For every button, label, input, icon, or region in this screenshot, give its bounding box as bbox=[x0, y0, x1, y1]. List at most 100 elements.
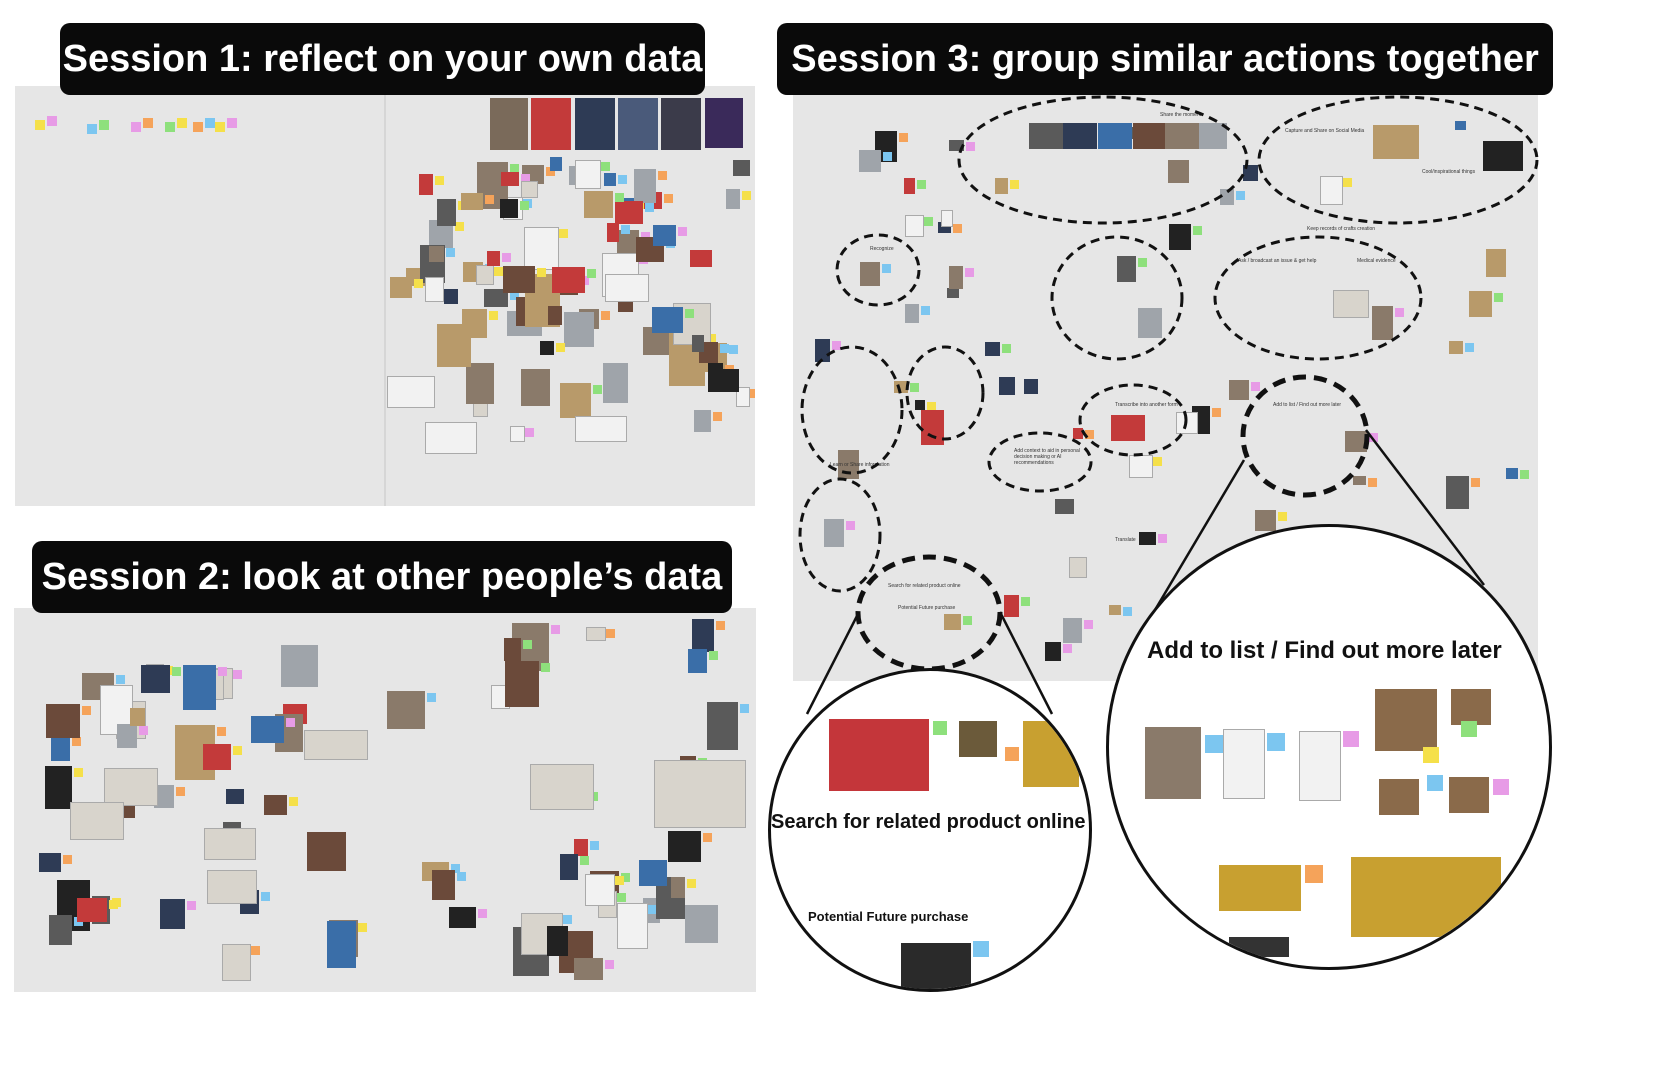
sticky-note bbox=[1342, 178, 1352, 188]
sticky-note bbox=[510, 163, 520, 173]
sticky-note bbox=[1494, 292, 1504, 302]
photo-thumbnail bbox=[1073, 427, 1084, 440]
sticky-note bbox=[1153, 457, 1163, 467]
photo-thumbnail bbox=[117, 723, 137, 749]
sticky-note bbox=[644, 202, 654, 212]
sticky-note bbox=[719, 344, 729, 354]
sticky-note bbox=[434, 176, 444, 186]
sticky-note bbox=[217, 666, 227, 676]
cluster-label: Search for related product online bbox=[888, 583, 961, 589]
photo-thumbnail bbox=[1168, 159, 1189, 184]
photo-thumbnail bbox=[687, 648, 707, 673]
sticky-note bbox=[1002, 344, 1012, 354]
sticky-note bbox=[165, 122, 175, 132]
photo-thumbnail bbox=[1379, 779, 1419, 815]
sticky-note bbox=[550, 624, 560, 634]
sticky-note bbox=[454, 221, 464, 231]
photo-thumbnail bbox=[499, 199, 519, 219]
photo-thumbnail bbox=[1138, 308, 1162, 339]
sticky-note bbox=[205, 118, 215, 128]
photo-thumbnail bbox=[606, 223, 619, 243]
photo-thumbnail bbox=[432, 869, 456, 900]
photo-thumbnail bbox=[1243, 165, 1259, 182]
sticky-note bbox=[1267, 733, 1285, 751]
photo-thumbnail bbox=[1223, 729, 1265, 799]
sticky-note bbox=[620, 873, 630, 883]
session2-board bbox=[14, 608, 756, 992]
photo-thumbnail bbox=[654, 760, 746, 828]
photo-thumbnail bbox=[1506, 467, 1518, 479]
sticky-note bbox=[1205, 735, 1223, 753]
photo-thumbnail bbox=[250, 716, 285, 743]
sticky-note bbox=[177, 118, 187, 128]
photo-thumbnail bbox=[617, 230, 640, 257]
photo-thumbnail bbox=[905, 304, 919, 324]
sticky-note bbox=[605, 628, 615, 638]
sticky-note bbox=[1193, 226, 1203, 236]
sticky-note bbox=[215, 122, 225, 132]
photo-thumbnail bbox=[1451, 689, 1491, 725]
sticky-note bbox=[1423, 747, 1439, 763]
photo-thumbnail bbox=[326, 920, 357, 968]
photo-thumbnail bbox=[633, 169, 657, 204]
photo-thumbnail bbox=[583, 190, 613, 219]
sticky-note bbox=[678, 226, 688, 236]
photo-thumbnail bbox=[1228, 379, 1250, 400]
photo-thumbnail bbox=[436, 199, 456, 227]
cluster-label: Potential Future purchase bbox=[898, 605, 956, 611]
photo-thumbnail bbox=[425, 277, 445, 302]
sticky-note bbox=[559, 228, 569, 238]
sticky-note bbox=[525, 428, 535, 438]
photo-thumbnail bbox=[938, 222, 951, 233]
photo-thumbnail bbox=[1054, 498, 1075, 515]
sticky-note bbox=[73, 767, 83, 777]
sticky-note bbox=[1005, 747, 1019, 761]
session1-label: Session 1: reflect on your own data bbox=[60, 23, 705, 95]
sticky-note bbox=[545, 166, 555, 176]
photo-thumbnail bbox=[1449, 341, 1463, 355]
photo-thumbnail bbox=[1229, 937, 1289, 957]
sticky-note bbox=[703, 832, 713, 842]
sticky-note bbox=[618, 175, 628, 185]
sticky-note bbox=[260, 891, 270, 901]
sticky-note bbox=[35, 120, 45, 130]
photo-thumbnail bbox=[428, 219, 453, 249]
photo-thumbnail bbox=[521, 180, 538, 199]
sticky-note bbox=[485, 194, 495, 204]
photo-thumbnail bbox=[948, 266, 964, 289]
sticky-note bbox=[952, 224, 962, 234]
sticky-note bbox=[601, 311, 611, 321]
photo-thumbnail bbox=[573, 958, 604, 980]
photo-thumbnail bbox=[575, 416, 627, 442]
sticky-note bbox=[72, 736, 82, 746]
photo-thumbnail bbox=[436, 324, 472, 368]
sticky-note bbox=[605, 960, 615, 970]
photo-thumbnail bbox=[387, 691, 425, 730]
cluster-label: Transcribe into another form bbox=[1115, 402, 1178, 408]
sticky-note bbox=[494, 267, 504, 277]
session3-label: Session 3: group similar actions togethe… bbox=[777, 23, 1553, 95]
sticky-note bbox=[1122, 607, 1132, 617]
sticky-note bbox=[520, 201, 530, 211]
sticky-note bbox=[1464, 343, 1474, 353]
photo-thumbnail bbox=[985, 342, 1001, 356]
sticky-note bbox=[641, 232, 651, 242]
sticky-note bbox=[741, 190, 751, 200]
photo-thumbnail bbox=[1169, 224, 1192, 251]
photo-thumbnail bbox=[901, 943, 971, 989]
sticky-note bbox=[593, 384, 603, 394]
photo-thumbnail bbox=[1069, 557, 1087, 578]
photo-thumbnail bbox=[602, 363, 628, 404]
photo-thumbnail bbox=[726, 188, 740, 209]
sticky-note bbox=[1368, 432, 1378, 442]
photo-thumbnail bbox=[959, 721, 997, 757]
sticky-note bbox=[47, 116, 57, 126]
sticky-note bbox=[193, 122, 203, 132]
sticky-note bbox=[883, 152, 893, 162]
sticky-note bbox=[916, 179, 926, 189]
photo-thumbnail bbox=[653, 224, 677, 247]
photo-thumbnail bbox=[104, 768, 158, 806]
photo-thumbnail bbox=[707, 701, 738, 751]
photo-thumbnail bbox=[203, 744, 232, 770]
sticky-note bbox=[1367, 477, 1377, 487]
